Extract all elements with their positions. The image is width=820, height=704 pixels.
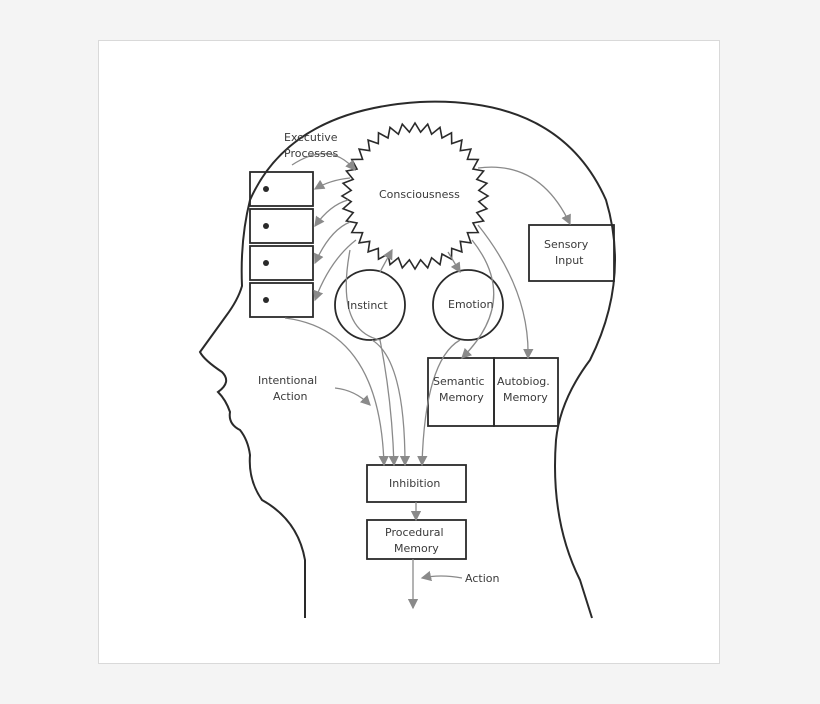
semantic-label-line1: Semantic bbox=[433, 375, 485, 388]
instinct-circle bbox=[334, 269, 406, 341]
executive-dot-2 bbox=[263, 223, 269, 229]
executive-box-1 bbox=[249, 171, 314, 207]
arrow-consciousness-to-exec-3 bbox=[314, 221, 351, 265]
diagram-frame bbox=[98, 40, 720, 664]
semantic-label-line2: Memory bbox=[439, 391, 484, 404]
consciousness-label: Consciousness bbox=[379, 188, 460, 201]
arrow-exec-to-inhibition bbox=[284, 317, 389, 467]
executive-box-3 bbox=[249, 245, 314, 281]
executive-dot-3 bbox=[263, 260, 269, 266]
arrow-emotion-to-inhibition bbox=[417, 339, 461, 467]
arrow-consciousness-to-inhibition bbox=[345, 249, 399, 467]
executive-box-4 bbox=[249, 282, 314, 318]
connection-arrows bbox=[284, 152, 571, 610]
arrow-action-pointer bbox=[420, 570, 463, 582]
executive-label-line1: Executive bbox=[284, 131, 338, 144]
arrow-consciousness-to-semantic bbox=[461, 239, 495, 359]
arrow-instinct-to-consciousness bbox=[379, 248, 393, 273]
action-label: Action bbox=[465, 572, 499, 585]
autobiog-label-line1: Autobiog. bbox=[497, 375, 550, 388]
executive-box-2 bbox=[249, 208, 314, 244]
emotion-label: Emotion bbox=[448, 298, 493, 311]
consciousness-starburst bbox=[340, 121, 490, 271]
procedural-label-line2: Memory bbox=[394, 542, 439, 555]
autobiog-label-line2: Memory bbox=[503, 391, 548, 404]
arrow-consciousness-to-exec-4 bbox=[313, 239, 357, 302]
sensory-input-box bbox=[528, 224, 615, 282]
intentional-label-line1: Intentional bbox=[258, 374, 317, 387]
sensory-label-line2: Input bbox=[555, 254, 584, 267]
arrow-consciousness-to-exec-1 bbox=[313, 177, 351, 190]
executive-dot-1 bbox=[263, 186, 269, 192]
arrow-consciousness-to-exec-2 bbox=[314, 199, 349, 228]
executive-processes bbox=[249, 171, 314, 318]
sensory-label-line1: Sensory bbox=[544, 238, 589, 251]
intentional-label-line2: Action bbox=[273, 390, 307, 403]
procedural-label-line1: Procedural bbox=[385, 526, 444, 539]
arrow-consciousness-to-emotion bbox=[447, 251, 461, 274]
arrow-instinct-to-inhibition bbox=[371, 339, 411, 467]
executive-label-line2: Processes bbox=[284, 147, 338, 160]
instinct-label: Instinct bbox=[347, 299, 388, 312]
arrow-consciousness-to-autobiog bbox=[477, 224, 534, 360]
arrow-consciousness-to-sensory bbox=[477, 166, 571, 226]
arrow-intentional-action bbox=[334, 387, 371, 406]
executive-dot-4 bbox=[263, 297, 269, 303]
head-outline bbox=[198, 100, 616, 619]
emotion-circle bbox=[432, 269, 504, 341]
inhibition-label: Inhibition bbox=[389, 477, 440, 490]
arrow-executive-to-consciousness bbox=[291, 152, 356, 171]
